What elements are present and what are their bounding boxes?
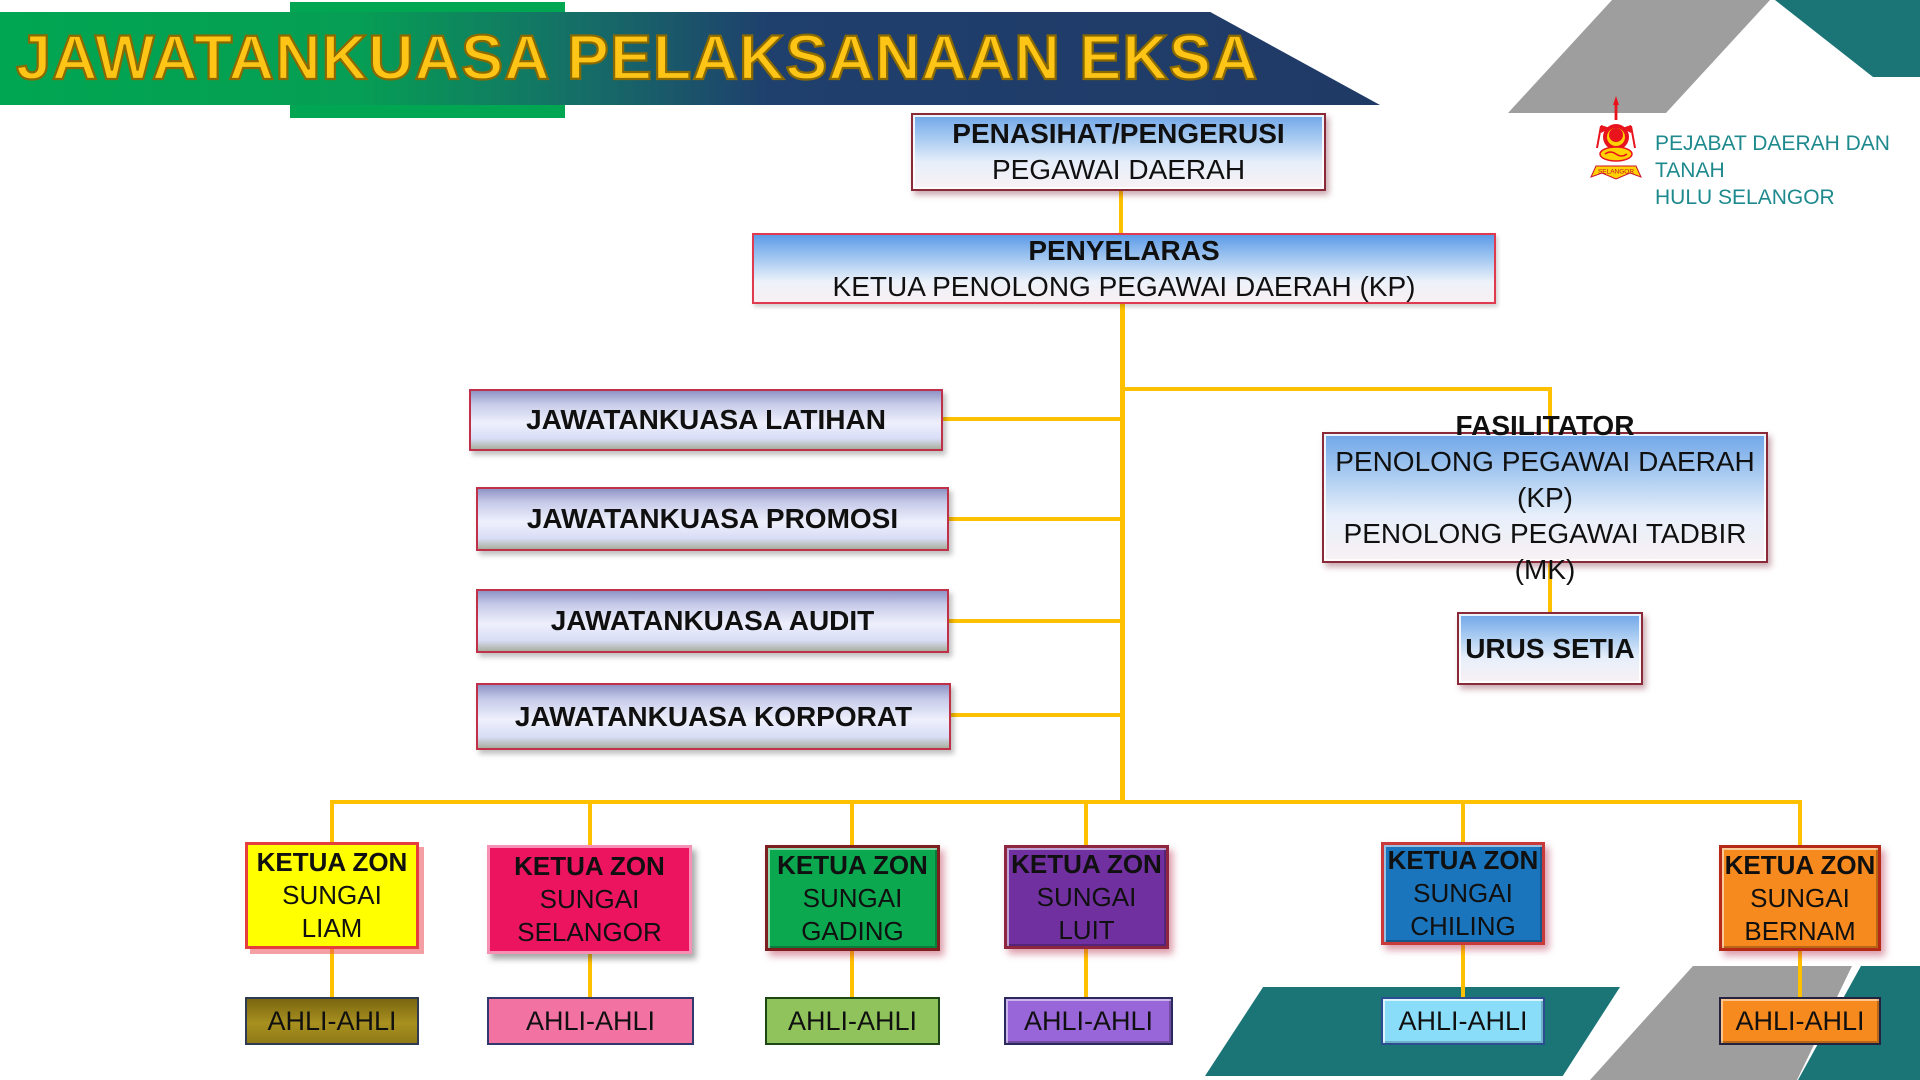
connector-members-luit: [1084, 949, 1088, 997]
top-right-teal-parallelogram: [1775, 0, 1920, 77]
connector-zones-horizontal: [330, 800, 1802, 804]
zone-box-sungai-bernam: KETUA ZON SUNGAI BERNAM: [1719, 845, 1881, 951]
committee-promosi-box: JAWATANKUASA PROMOSI: [476, 487, 949, 551]
connector-stub-luit: [1084, 800, 1088, 847]
zone-river: SUNGAI: [539, 884, 640, 914]
coordinator-box: PENYELARAS KETUA PENOLONG PEGAWAI DAERAH…: [752, 233, 1496, 304]
connector-facilitator-urussetia: [1548, 563, 1552, 612]
zone-heading: KETUA ZON: [514, 851, 665, 881]
zone-box-sungai-gading: KETUA ZON SUNGAI GADING: [765, 845, 940, 951]
facilitator-holder1: PENOLONG PEGAWAI DAERAH (KP): [1335, 445, 1755, 513]
zone-box-sungai-liam: KETUA ZON SUNGAI LIAM: [245, 842, 419, 949]
connector-facilitator-vertical: [1548, 387, 1552, 432]
zone-box-sungai-luit: KETUA ZON SUNGAI LUIT: [1004, 845, 1169, 949]
zone-name: GADING: [801, 915, 904, 946]
connector-members-gading: [850, 951, 854, 997]
zone-name: BERNAM: [1744, 915, 1856, 946]
connector-members-chiling: [1461, 945, 1465, 997]
committee-korporat-box: JAWATANKUASA KORPORAT: [476, 683, 951, 750]
facilitator-box: FASILITATOR PENOLONG PEGAWAI DAERAH (KP)…: [1322, 410, 1768, 585]
connector-stub-selangor: [588, 800, 592, 847]
members-box-luit: AHLI-AHLI: [1004, 997, 1173, 1045]
facilitator-role: FASILITATOR: [1455, 409, 1635, 441]
title-banner: [0, 12, 1380, 105]
members-label: AHLI-AHLI: [525, 1005, 656, 1036]
zone-river: SUNGAI: [1750, 882, 1850, 913]
members-box-gading: AHLI-AHLI: [765, 997, 940, 1045]
zone-name: LIAM: [301, 913, 363, 943]
coordinator-holder: KETUA PENOLONG PEGAWAI DAERAH (KP): [832, 270, 1416, 302]
zone-heading: KETUA ZON: [777, 849, 928, 880]
zone-heading: KETUA ZON: [1724, 849, 1876, 880]
connector-stub-chiling: [1461, 800, 1465, 844]
facilitator-holder2: PENOLONG PEGAWAI TADBIR (MK): [1343, 517, 1747, 585]
connector-promosi: [949, 517, 1123, 521]
members-label: AHLI-AHLI: [1398, 1005, 1528, 1036]
selangor-crest-logo: SELANGOR: [1590, 96, 1642, 180]
committee-audit-label: JAWATANKUASA AUDIT: [550, 605, 875, 636]
members-box-bernam: AHLI-AHLI: [1719, 997, 1881, 1045]
connector-members-selangor: [588, 954, 592, 997]
committee-latihan-label: JAWATANKUASA LATIHAN: [526, 404, 886, 435]
members-label: AHLI-AHLI: [1023, 1005, 1154, 1036]
members-box-chiling: AHLI-AHLI: [1381, 997, 1545, 1045]
connector-stub-liam: [330, 800, 334, 844]
zone-river: SUNGAI: [282, 880, 382, 910]
advisor-holder: PEGAWAI DAERAH: [991, 154, 1246, 185]
advisor-box: PENASIHAT/PENGERUSI PEGAWAI DAERAH: [911, 113, 1326, 191]
committee-latihan-box: JAWATANKUASA LATIHAN: [469, 389, 943, 451]
committee-promosi-label: JAWATANKUASA PROMOSI: [526, 503, 899, 534]
members-label: AHLI-AHLI: [267, 1005, 397, 1036]
zone-river: SUNGAI: [1413, 878, 1513, 908]
connector-members-bernam: [1798, 951, 1802, 997]
connector-stub-bernam: [1798, 800, 1802, 847]
zone-box-sungai-selangor: KETUA ZON SUNGAI SELANGOR: [487, 845, 692, 954]
connector-advisor-coordinator: [1119, 191, 1123, 233]
members-box-liam: AHLI-AHLI: [245, 997, 419, 1045]
zone-river: SUNGAI: [1036, 881, 1137, 912]
office-name: PEJABAT DAERAH DAN TANAH HULU SELANGOR: [1655, 130, 1920, 211]
zone-name: SELANGOR: [517, 917, 662, 947]
secretariat-label: URUS SETIA: [1465, 632, 1635, 664]
committee-korporat-label: JAWATANKUASA KORPORAT: [514, 700, 913, 732]
members-label: AHLI-AHLI: [1735, 1005, 1865, 1036]
zone-heading: KETUA ZON: [256, 847, 408, 877]
slide-title: JAWATANKUASA PELAKSANAAN EKSA: [15, 22, 1259, 94]
office-name-line1: PEJABAT DAERAH DAN TANAH: [1655, 132, 1890, 182]
coordinator-role: PENYELARAS: [1028, 234, 1220, 266]
zone-heading: KETUA ZON: [1387, 845, 1539, 875]
connector-facilitator-horizontal: [1123, 387, 1552, 391]
connector-korporat: [951, 713, 1123, 717]
zone-river: SUNGAI: [802, 882, 903, 913]
office-name-line2: HULU SELANGOR: [1655, 186, 1835, 209]
zone-heading: KETUA ZON: [1011, 848, 1162, 879]
zone-name: LUIT: [1058, 914, 1115, 945]
members-box-selangor: AHLI-AHLI: [487, 997, 694, 1045]
connector-members-liam: [330, 949, 334, 997]
committee-audit-box: JAWATANKUASA AUDIT: [476, 589, 949, 653]
secretariat-box: URUS SETIA: [1457, 612, 1643, 685]
members-label: AHLI-AHLI: [787, 1005, 918, 1036]
zone-box-sungai-chiling: KETUA ZON SUNGAI CHILING: [1381, 842, 1545, 945]
crest-banner-text: SELANGOR: [1598, 169, 1634, 176]
connector-main-trunk: [1120, 304, 1125, 802]
connector-latihan: [943, 417, 1123, 421]
connector-audit: [949, 619, 1123, 623]
connector-stub-gading: [850, 800, 854, 847]
zone-name: CHILING: [1410, 911, 1516, 941]
advisor-role: PENASIHAT/PENGERUSI: [952, 118, 1285, 149]
